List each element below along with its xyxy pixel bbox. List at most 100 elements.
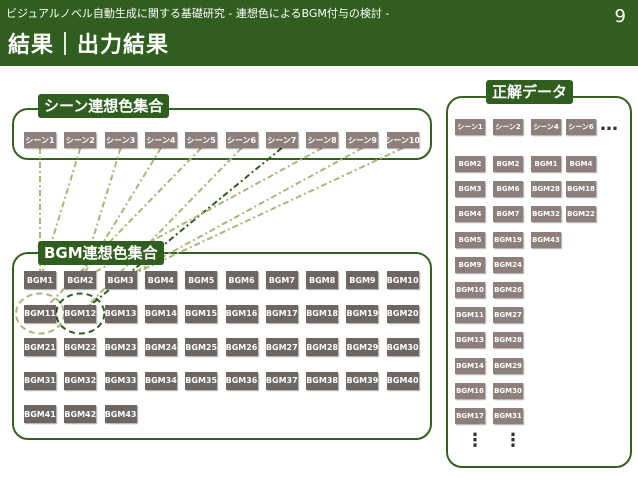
bgm-box: BGM35 bbox=[185, 371, 218, 390]
scene-box: シーン6 bbox=[225, 132, 258, 148]
gt-bgm-box: BGM32 bbox=[531, 206, 561, 223]
scene-set-label: シーン連想色集合 bbox=[38, 94, 170, 118]
gt-bgm-box: BGM18 bbox=[566, 181, 596, 198]
bgm-box: BGM11 bbox=[24, 304, 56, 323]
gt-bgm-box: BGM11 bbox=[455, 307, 485, 324]
bgm-box: BGM28 bbox=[306, 338, 339, 356]
scene-bgm-link bbox=[79, 147, 283, 315]
scene-box: シーン10 bbox=[385, 132, 420, 148]
bgm-box: BGM24 bbox=[144, 338, 177, 356]
bgm-box: BGM9 bbox=[346, 271, 379, 289]
scene-box: シーン4 bbox=[144, 132, 177, 148]
scene-bgm-link bbox=[120, 147, 404, 281]
gt-bgm-box: BGM10 bbox=[455, 282, 485, 298]
bgm-box: BGM39 bbox=[346, 371, 379, 390]
gt-bgm-box: BGM31 bbox=[493, 408, 523, 424]
bgm-box: BGM31 bbox=[24, 371, 56, 390]
gt-bgm-box: BGM24 bbox=[493, 256, 523, 273]
bgm-box: BGM2 bbox=[64, 271, 97, 289]
bgm-box: BGM36 bbox=[225, 371, 258, 390]
bgm-box: BGM33 bbox=[104, 371, 137, 390]
ground-truth-label: 正解データ bbox=[486, 80, 574, 104]
bgm-box: BGM16 bbox=[225, 304, 258, 323]
page-number: 9 bbox=[614, 6, 626, 27]
gt-header-box: シーン4 bbox=[531, 119, 561, 135]
bgm-box: BGM1 bbox=[24, 271, 56, 289]
gt-bgm-box: BGM2 bbox=[455, 156, 485, 172]
gt-bgm-box: BGM29 bbox=[493, 357, 523, 374]
bgm-box: BGM3 bbox=[104, 271, 137, 289]
gt-bgm-box: BGM27 bbox=[493, 307, 523, 324]
bgm-box: BGM34 bbox=[144, 371, 177, 390]
header-ellipsis: … bbox=[600, 114, 618, 135]
bgm-box: BGM19 bbox=[346, 304, 379, 323]
bgm-box: BGM27 bbox=[265, 338, 298, 356]
gt-bgm-box: BGM7 bbox=[493, 206, 523, 223]
gt-bgm-box: BGM4 bbox=[455, 206, 485, 223]
gt-bgm-box: BGM9 bbox=[455, 256, 485, 273]
gt-bgm-box: BGM30 bbox=[493, 382, 523, 399]
bgm-highlight-circle bbox=[15, 292, 65, 335]
bgm-box: BGM17 bbox=[265, 304, 298, 323]
gt-bgm-box: BGM3 bbox=[455, 181, 485, 198]
gt-bgm-box: BGM14 bbox=[455, 357, 485, 374]
bgm-box: BGM25 bbox=[185, 338, 218, 356]
scene-box: シーン1 bbox=[24, 132, 56, 148]
bgm-highlight-circle bbox=[55, 292, 106, 335]
bgm-box: BGM15 bbox=[185, 304, 218, 323]
bgm-box: BGM21 bbox=[24, 338, 56, 356]
scene-box: シーン7 bbox=[265, 132, 298, 148]
gt-bgm-box: BGM6 bbox=[493, 181, 523, 198]
bgm-box: BGM23 bbox=[104, 338, 137, 356]
gt-bgm-box: BGM16 bbox=[455, 382, 485, 399]
bgm-box: BGM30 bbox=[386, 338, 419, 356]
bgm-box: BGM14 bbox=[144, 304, 177, 323]
gt-bgm-box: BGM43 bbox=[531, 231, 561, 248]
gt-bgm-box: BGM4 bbox=[566, 156, 596, 172]
slide-title: 結果｜出力結果 bbox=[8, 33, 170, 58]
bgm-box: BGM37 bbox=[265, 371, 298, 390]
bgm-box: BGM40 bbox=[386, 371, 419, 390]
slide-subtitle: ビジュアルノベル自動生成に関する基礎研究 - 連想色によるBGM付与の検討 - bbox=[6, 7, 390, 20]
bgm-box: BGM29 bbox=[346, 338, 379, 356]
bgm-box: BGM8 bbox=[306, 271, 339, 289]
bgm-box: BGM20 bbox=[386, 304, 419, 323]
gt-header-box: シーン6 bbox=[566, 119, 596, 135]
gt-bgm-box: BGM28 bbox=[493, 332, 523, 349]
bgm-box: BGM42 bbox=[64, 405, 97, 423]
bgm-box: BGM43 bbox=[104, 405, 137, 423]
header-bar: ビジュアルノベル自動生成に関する基礎研究 - 連想色によるBGM付与の検討 - … bbox=[0, 0, 638, 66]
gt-bgm-box: BGM13 bbox=[455, 332, 485, 349]
bgm-box: BGM18 bbox=[306, 304, 339, 323]
col2-ellipsis: ⋮ bbox=[504, 430, 522, 451]
bgm-box: BGM10 bbox=[386, 271, 419, 289]
gt-bgm-box: BGM17 bbox=[455, 408, 485, 424]
bgm-box: BGM41 bbox=[24, 405, 56, 423]
gt-bgm-box: BGM26 bbox=[493, 282, 523, 298]
bgm-box: BGM13 bbox=[104, 304, 137, 323]
gt-bgm-box: BGM5 bbox=[455, 231, 485, 248]
gt-bgm-box: BGM1 bbox=[531, 156, 561, 172]
scene-box: シーン5 bbox=[185, 132, 218, 148]
gt-bgm-box: BGM28 bbox=[531, 181, 561, 198]
gt-bgm-box: BGM2 bbox=[493, 156, 523, 172]
gt-bgm-box: BGM19 bbox=[493, 231, 523, 248]
col1-ellipsis: ⋮ bbox=[466, 430, 484, 451]
scene-box: シーン8 bbox=[306, 132, 339, 148]
scene-box: シーン9 bbox=[346, 132, 379, 148]
bgm-box: BGM7 bbox=[265, 271, 298, 289]
bgm-box: BGM32 bbox=[64, 371, 97, 390]
gt-bgm-box: BGM22 bbox=[566, 206, 596, 223]
bgm-set-label: BGM連想色集合 bbox=[38, 241, 164, 265]
bgm-box: BGM26 bbox=[225, 338, 258, 356]
gt-header-box: シーン1 bbox=[455, 119, 485, 135]
bgm-box: BGM12 bbox=[64, 304, 97, 323]
bgm-box: BGM6 bbox=[225, 271, 258, 289]
bgm-box: BGM5 bbox=[185, 271, 218, 289]
bgm-box: BGM22 bbox=[64, 338, 97, 356]
gt-header-box: シーン2 bbox=[493, 119, 523, 135]
scene-box: シーン2 bbox=[64, 132, 97, 148]
bgm-box: BGM4 bbox=[144, 271, 177, 289]
scene-box: シーン3 bbox=[104, 132, 137, 148]
bgm-box: BGM38 bbox=[306, 371, 339, 390]
